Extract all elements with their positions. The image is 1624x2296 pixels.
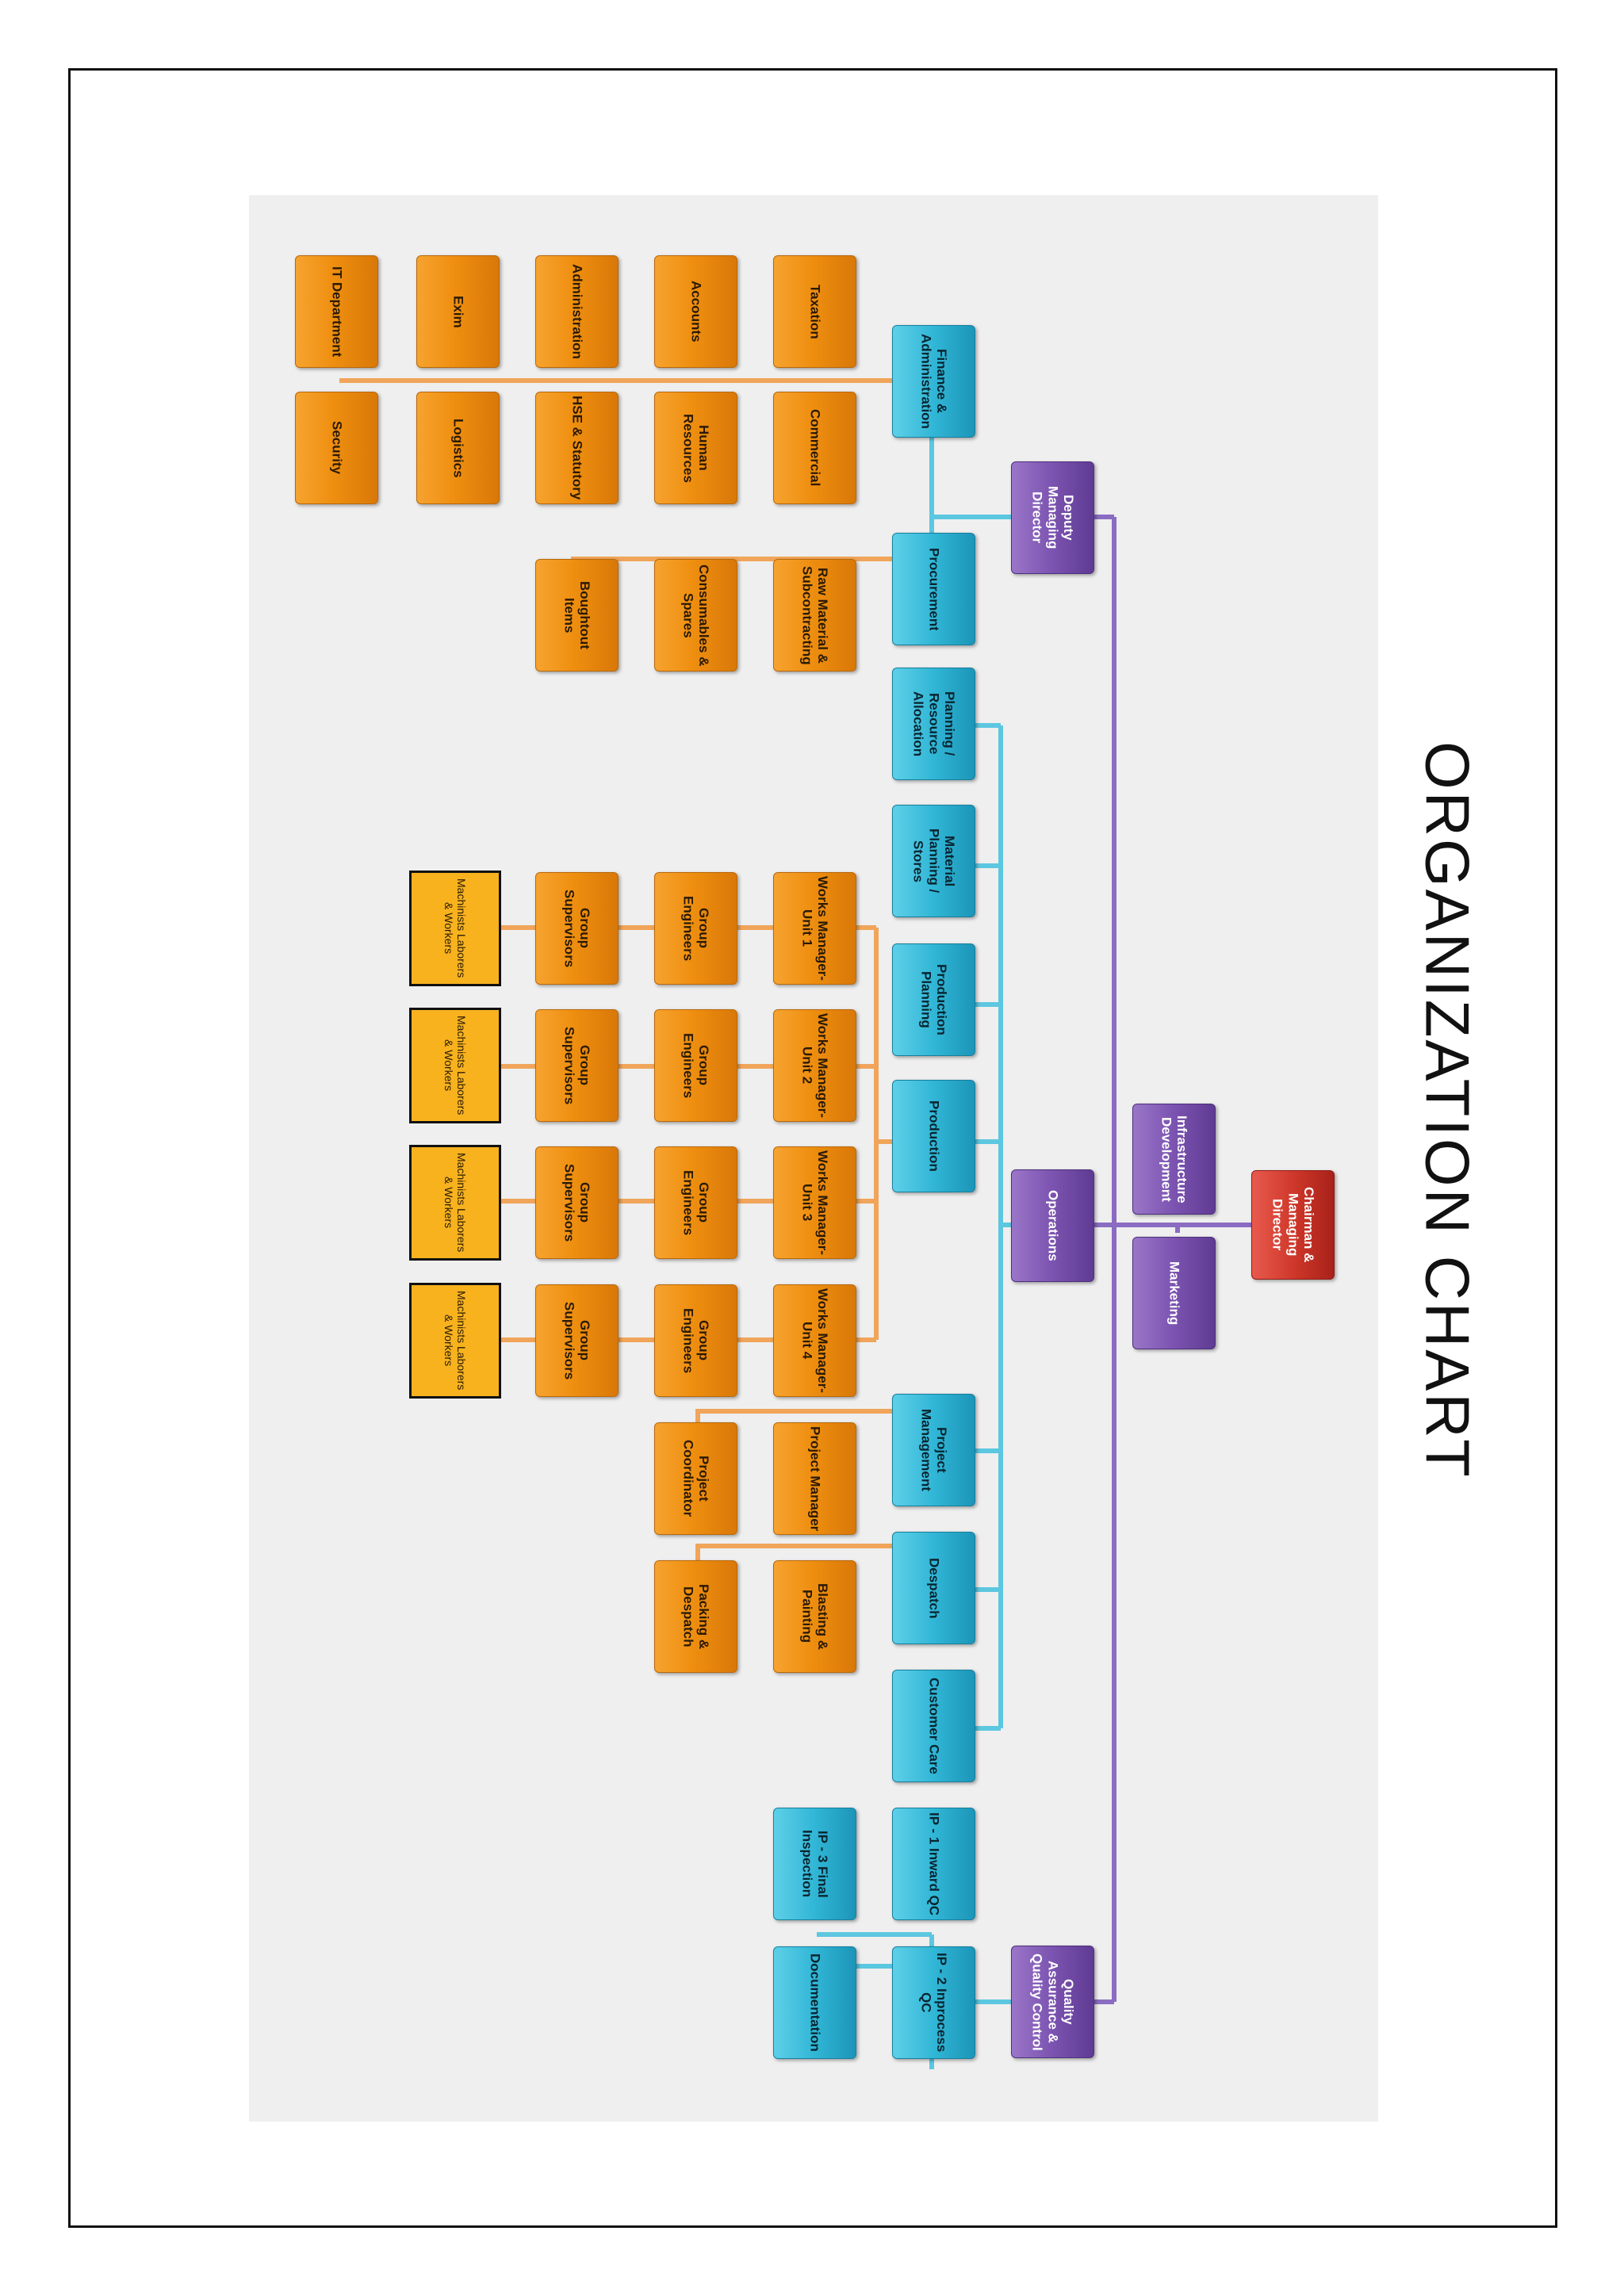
node-customer-care: Customer Care — [892, 1670, 975, 1782]
node-despatch: Despatch — [892, 1532, 975, 1644]
node-machinists-3: Machinists Laborers & Workers — [409, 1145, 501, 1261]
node-taxation: Taxation — [773, 255, 856, 368]
node-project-coordinator: Project Coordinator — [654, 1422, 737, 1535]
node-hse: HSE & Statutory — [535, 392, 619, 504]
node-production-planning: Production Planning — [892, 943, 975, 1056]
node-machinists-1: Machinists Laborers & Workers — [409, 871, 501, 986]
node-operations: Operations — [1011, 1169, 1094, 1282]
node-procurement: Procurement — [892, 533, 975, 645]
node-works-unit-2: Works Manager- Unit 2 — [773, 1009, 856, 1122]
node-documentation: Documentation — [773, 1946, 856, 2059]
node-it-department: IT Department — [295, 255, 378, 368]
node-consumables: Consumables & Spares — [654, 559, 737, 672]
node-works-unit-4: Works Manager- Unit 4 — [773, 1284, 856, 1397]
node-group-engineers-3: Group Engineers — [654, 1146, 737, 1259]
node-group-engineers-4: Group Engineers — [654, 1284, 737, 1397]
line-despatch-branch — [695, 1544, 892, 1566]
node-production: Production — [892, 1080, 975, 1192]
node-group-engineers-2: Group Engineers — [654, 1009, 737, 1122]
node-group-supervisors-4: Group Supervisors — [535, 1284, 619, 1397]
node-exim: Exim — [416, 255, 500, 368]
node-group-supervisors-2: Group Supervisors — [535, 1009, 619, 1122]
node-works-unit-1: Works Manager- Unit 1 — [773, 872, 856, 985]
node-works-unit-3: Works Manager- Unit 3 — [773, 1146, 856, 1259]
node-boughtout: Boughtout Items — [535, 559, 619, 672]
node-security: Security — [295, 392, 378, 504]
node-finance: Finance & Administration — [892, 325, 975, 438]
node-accounts: Accounts — [654, 255, 737, 368]
node-commercial: Commercial — [773, 392, 856, 504]
node-administration: Administration — [535, 255, 619, 368]
node-marketing: Marketing — [1132, 1237, 1216, 1349]
node-deputy-md: Deputy Managing Director — [1011, 461, 1094, 574]
node-chairman: Chairman & Managing Director — [1251, 1170, 1335, 1280]
node-group-supervisors-3: Group Supervisors — [535, 1146, 619, 1259]
node-logistics: Logistics — [416, 392, 500, 504]
node-ip3: IP - 3 Final Inspection — [773, 1808, 856, 1920]
page-title: ORGANIZATION CHART — [1412, 740, 1483, 1479]
node-ip2: IP - 2 Inprocess QC — [892, 1946, 975, 2059]
node-machinists-4: Machinists Laborers & Workers — [409, 1283, 501, 1399]
node-infrastructure: Infrastructure Development — [1132, 1104, 1216, 1215]
node-raw-material: Raw Material & Subcontracting — [773, 559, 856, 672]
line-projmgmt-branch — [695, 1409, 892, 1427]
node-qaqc: Quality Assurance & Quality Control — [1011, 1946, 1094, 2058]
node-machinists-2: Machinists Laborers & Workers — [409, 1008, 501, 1123]
line-production-branch — [874, 928, 892, 1340]
node-group-supervisors-1: Group Supervisors — [535, 872, 619, 985]
node-group-engineers-1: Group Engineers — [654, 872, 737, 985]
node-project-management: Project Management — [892, 1394, 975, 1506]
node-human-resources: Human Resources — [654, 392, 737, 504]
node-packing: Packing & Despatch — [654, 1560, 737, 1673]
node-ip1: IP - 1 Inward QC — [892, 1808, 975, 1920]
node-planning: Planning / Resource Allocation — [892, 668, 975, 780]
node-blasting: Blasting & Painting — [773, 1560, 856, 1673]
node-material-planning: Material Planning / Stores — [892, 805, 975, 917]
node-project-manager: Project Manager — [773, 1422, 856, 1535]
